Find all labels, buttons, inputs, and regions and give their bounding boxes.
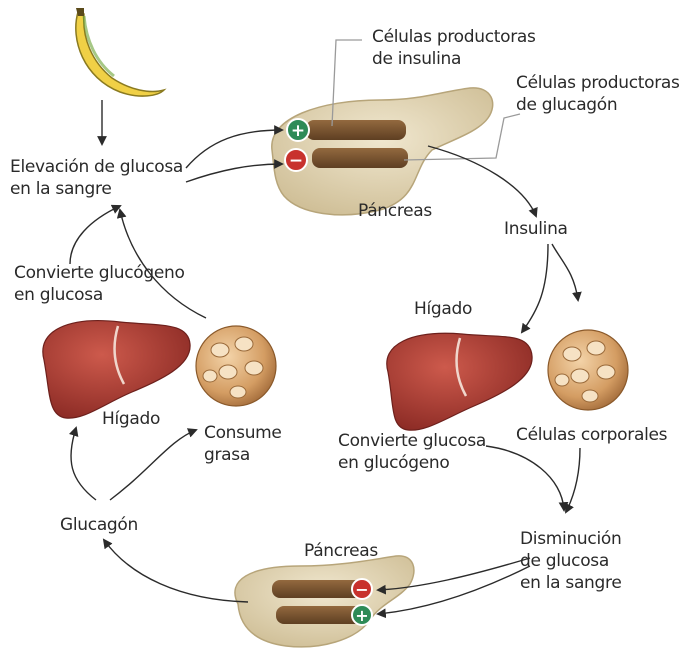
plus-sign: + <box>291 121 305 141</box>
minus-sign: − <box>289 151 303 171</box>
glucagon-producing-cells-label: Células productoras de glucagón <box>516 72 680 116</box>
glucose-drop-label: Disminución de glucosa en la sangre <box>520 528 622 594</box>
liver-right-label: Hígado <box>414 298 472 320</box>
glucose-to-glycogen-label: Convierte glucosa en glucógeno <box>338 430 486 474</box>
banana-icon <box>76 8 164 96</box>
minus-sign: − <box>355 580 368 599</box>
burns-fat-label: Consume grasa <box>204 422 282 466</box>
plus-badge: + <box>352 605 372 625</box>
liver-left-label: Hígado <box>102 408 160 430</box>
insulin-to-liver-arrow <box>522 244 548 332</box>
minus-badge: − <box>352 579 372 599</box>
pancreas-bottom-label: Páncreas <box>304 540 378 562</box>
body-cells-icon <box>548 330 628 410</box>
glucose-rise-label: Elevación de glucosa en la sangre <box>10 156 183 200</box>
glucagon-to-liver-arrow <box>71 428 96 500</box>
pancreas-top-label: Páncreas <box>358 200 432 222</box>
insulin-to-cells-arrow <box>552 244 578 300</box>
glucagon-to-fat-arrow <box>110 430 196 500</box>
insulin-producing-cells-label: Células productoras de insulina <box>372 26 536 70</box>
pancreas-icon: + − <box>272 88 493 215</box>
glycogen-to-glucose-label: Convierte glucógeno en glucosa <box>14 262 185 306</box>
pancreas-to-insulin-arrow <box>428 146 536 216</box>
pancreas-to-glucagon-arrow <box>104 540 248 602</box>
glycogen-to-drop-arrow <box>486 446 564 510</box>
minus-badge: − <box>285 149 307 171</box>
rise-to-pancreas-arrow <box>186 130 282 168</box>
insulin-label: Insulina <box>504 218 568 240</box>
fat-cells-icon <box>196 326 276 406</box>
liver-icon <box>43 321 190 419</box>
pancreas-icon: − + <box>235 556 414 647</box>
liver-icon <box>387 333 532 430</box>
liver-to-rise-arrow <box>70 206 120 264</box>
body-cells-label: Células corporales <box>516 424 667 446</box>
cells-to-drop-arrow <box>566 448 580 512</box>
glucagon-label: Glucagón <box>60 514 138 536</box>
plus-sign: + <box>355 606 368 625</box>
plus-badge: + <box>287 119 309 141</box>
rise-to-pancreas-arrow-2 <box>186 164 282 182</box>
